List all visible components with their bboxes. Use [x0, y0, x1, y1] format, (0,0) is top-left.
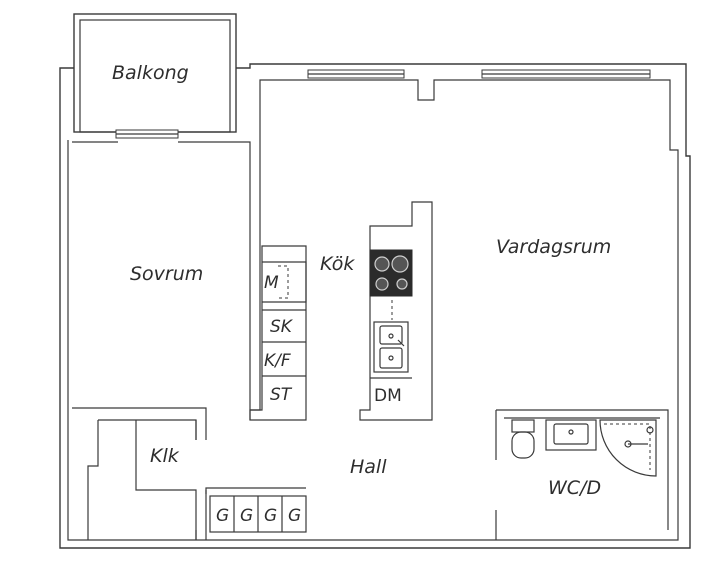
- stove-icon: [369, 249, 413, 297]
- hall-bump: [205, 487, 306, 494]
- sink-icon: [373, 321, 409, 373]
- window-balkong: [115, 129, 179, 139]
- label-g-4: G: [288, 506, 301, 526]
- label-kok: Kök: [320, 253, 355, 275]
- m-dashed: [278, 265, 289, 299]
- label-g-2: G: [240, 506, 253, 526]
- shower-icon: [599, 419, 657, 477]
- m-cabinet: [262, 261, 307, 303]
- label-hall: Hall: [350, 456, 387, 478]
- klk-walls: [87, 419, 207, 540]
- label-st: ST: [270, 385, 293, 405]
- window-living-room: [481, 69, 651, 79]
- label-sk: SK: [270, 317, 294, 337]
- outer-wall: [59, 63, 691, 549]
- kitchen-island: [359, 201, 433, 421]
- label-balkong: Balkong: [112, 62, 189, 84]
- kitchen-counter: [249, 245, 307, 421]
- balkong-outline: [73, 13, 237, 133]
- wardrobe-g-group: [209, 495, 307, 533]
- inner-wall-line: [67, 79, 679, 541]
- label-kf: K/F: [264, 351, 291, 371]
- label-g-3: G: [264, 506, 277, 526]
- label-klk: Klk: [150, 445, 180, 467]
- label-g-1: G: [216, 506, 229, 526]
- label-sovrum: Sovrum: [130, 263, 203, 285]
- sovrum-walls: [72, 141, 251, 440]
- label-vardagsrum: Vardagsrum: [496, 236, 611, 258]
- wc-walls: [495, 409, 669, 540]
- washbasin-icon: [545, 419, 597, 451]
- label-wc: WC/D: [548, 477, 601, 499]
- label-dm: DM: [374, 386, 402, 406]
- window-kitchen: [307, 69, 405, 79]
- toilet-icon: [511, 419, 535, 459]
- label-m: M: [264, 273, 279, 293]
